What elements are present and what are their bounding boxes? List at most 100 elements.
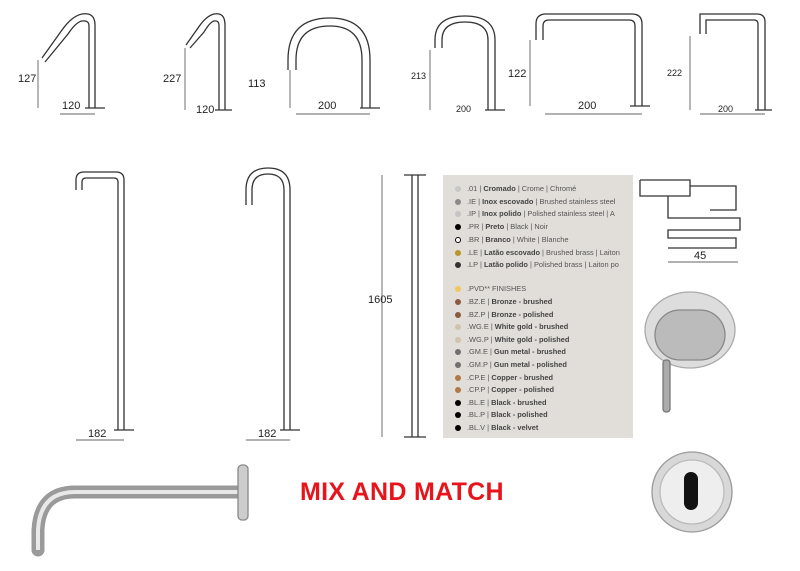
dim-width-6: 200: [718, 104, 734, 114]
finish-code: .LP: [467, 260, 478, 270]
finish-swatch: [455, 198, 461, 205]
finish-code: .01: [467, 184, 478, 193]
tall-spout-drawing-2: [245, 167, 300, 431]
finish-code: .LE: [467, 247, 479, 257]
finish-swatch: [455, 236, 461, 243]
finish-name: White gold - brushed: [494, 322, 569, 332]
finish-name: Black - brushed: [491, 397, 547, 407]
finish-code: .GM.E: [467, 347, 488, 357]
pvd-finish-item: .BL.E | Black - brushed: [455, 398, 547, 407]
dim-height-2: 227: [163, 73, 182, 85]
finish-swatch: [455, 362, 461, 369]
finish-swatch: [455, 425, 461, 432]
spout-drawing-5: [535, 13, 650, 107]
finishes-panel: .01 | Cromado | Crome | Chromé .IE | Inox…: [443, 175, 633, 438]
finish-translation: Black | Noir: [510, 222, 548, 232]
finish-name: Branco: [485, 234, 511, 244]
finish-swatch: [455, 211, 461, 218]
finish-code: .WG.P: [467, 334, 489, 344]
dim-tall-width-1: 182: [88, 428, 107, 440]
finish-translation: Brushed brass | Laiton: [546, 247, 620, 257]
finish-name: Gun metal - polished: [493, 360, 567, 369]
finish-translation: White | Blanche: [516, 234, 569, 244]
finish-item: .01 | Cromado | Crome | Chromé: [455, 184, 576, 193]
dim-width-5: 200: [578, 100, 597, 112]
finish-code: .BR: [467, 234, 480, 244]
dim-height-6: 222: [667, 68, 683, 78]
dim-width-4: 200: [456, 104, 472, 114]
finish-item: .IE | Inox escovado | Brushed stainless …: [455, 197, 615, 206]
finish-name: Inox escovado: [482, 196, 534, 206]
wall-spout-photo: [31, 464, 249, 557]
finish-code: .IE: [467, 196, 477, 206]
pvd-swatch: [455, 286, 461, 293]
finish-translation: Polished brass | Laiton po: [533, 260, 619, 270]
dim-height-5: 122: [508, 68, 527, 80]
pillar-drawing: [404, 174, 426, 438]
pvd-finish-item: .GM.P | Gun metal - polished: [455, 360, 567, 369]
spout-drawing-6: [699, 13, 772, 111]
pvd-finish-item: .BZ.E | Bronze - brushed: [455, 297, 552, 306]
pvd-finish-item: .BZ.P | Bronze - polished: [455, 310, 553, 319]
finish-swatch: [455, 324, 461, 331]
pvd-finish-item: .CP.E | Copper - brushed: [455, 373, 553, 382]
spout-drawing-1: [41, 13, 105, 109]
finish-swatch: [455, 387, 461, 394]
finish-translation: Brushed stainless steel: [539, 196, 616, 206]
finish-translation: Crome | Chromé: [521, 184, 577, 193]
finish-swatch: [455, 412, 461, 419]
spout-drawing-2: [185, 13, 232, 111]
finish-name: Preto: [485, 222, 505, 232]
finish-name: Gun metal - brushed: [493, 347, 566, 357]
finish-name: Bronze - polished: [491, 309, 554, 319]
dim-width-3: 200: [318, 100, 337, 112]
finish-code: .BL.E: [467, 397, 486, 407]
dim-tall-width-2: 182: [258, 428, 277, 440]
finish-code: .WG.E: [467, 322, 489, 332]
finish-code: .CP.P: [467, 385, 486, 395]
finish-name: White gold - polished: [494, 334, 570, 344]
dim-height-4: 213: [411, 71, 427, 81]
tall-spout-drawing-1: [75, 171, 134, 431]
spout-drawing-4: [434, 15, 505, 111]
dim-height-3: 113: [248, 78, 266, 90]
finish-swatch: [455, 349, 461, 356]
headline: MIX AND MATCH: [300, 478, 504, 506]
finish-code: .BZ.P: [467, 309, 486, 319]
finish-name: Inox polido: [481, 209, 522, 219]
finish-name: Cromado: [483, 184, 516, 193]
finish-swatch: [455, 399, 461, 406]
pvd-finish-item: .BL.V | Black - velvet: [455, 423, 538, 432]
pvd-label: .PVD** FINISHES: [467, 284, 527, 293]
finish-name: Latão polido: [484, 260, 528, 270]
finish-name: Copper - brushed: [491, 372, 553, 382]
finish-code: .GM.P: [467, 360, 488, 369]
finish-swatch: [455, 224, 461, 231]
finish-swatch: [455, 374, 461, 381]
finish-swatch: [455, 262, 461, 269]
finish-swatch: [455, 311, 461, 318]
finish-name: Black - polished: [490, 410, 548, 420]
pvd-finish-item: .BL.P | Black - polished: [455, 410, 548, 419]
pvd-finish-item: .GM.E | Gun metal - brushed: [455, 347, 566, 356]
finish-name: Black - velvet: [491, 423, 539, 432]
dim-width-1: 120: [62, 100, 81, 112]
pvd-finish-item: .WG.P | White gold - polished: [455, 335, 569, 344]
mixer-photo: [644, 291, 736, 413]
finish-code: .CP.E: [467, 372, 486, 382]
finish-item: .LE | Latão escovado | Brushed brass | L…: [455, 248, 620, 257]
finish-item: .PR | Preto | Black | Noir: [455, 222, 548, 231]
finish-code: .BZ.E: [467, 297, 486, 306]
dim-height-1: 127: [18, 73, 37, 85]
finish-name: Bronze - brushed: [491, 297, 553, 306]
dim-width-2: 120: [196, 104, 215, 116]
spout-drawing-3: [287, 17, 380, 109]
finish-code: .BL.P: [467, 410, 485, 420]
mixer-side-drawing: [639, 179, 741, 249]
sensor-plate-photo: [651, 451, 733, 533]
finish-name: Copper - polished: [491, 385, 555, 395]
finish-swatch: [455, 186, 461, 193]
finish-name: Latão escovado: [484, 247, 540, 257]
